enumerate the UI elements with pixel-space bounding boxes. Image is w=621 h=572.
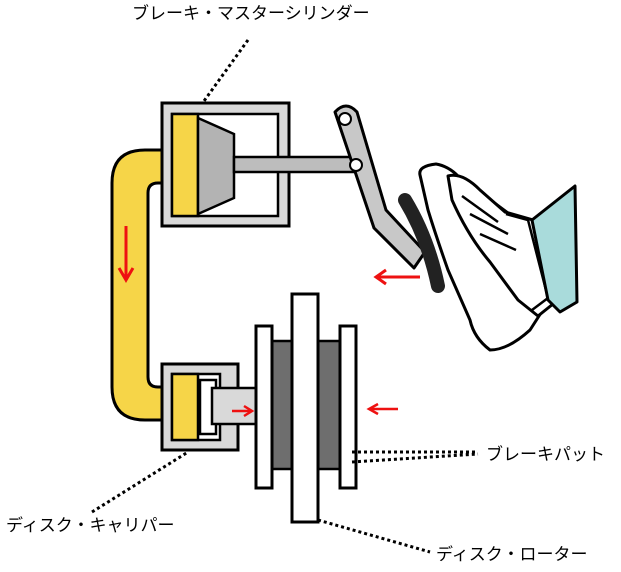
master-cylinder-piston xyxy=(196,116,236,216)
red-arrow-head xyxy=(373,268,387,286)
pedal-rod-joint xyxy=(349,158,363,172)
shoe-upper xyxy=(446,173,560,318)
disc-caliper xyxy=(160,324,358,490)
shoe-lace-2 xyxy=(469,212,509,236)
label-disc-rotor: ディスク・ローター xyxy=(436,544,587,565)
leader-master-cylinder xyxy=(202,39,250,102)
master-cylinder xyxy=(160,101,356,228)
shoe-icon xyxy=(418,162,579,352)
brake-pad-right xyxy=(338,324,358,490)
label-brake-pad: ブレーキパット xyxy=(486,444,605,465)
brake-pad-left xyxy=(254,324,274,490)
pedal-pivot xyxy=(338,112,352,126)
shoe-lace-1 xyxy=(461,194,499,224)
rotor-disc xyxy=(290,292,320,524)
shoe-heel-strap xyxy=(505,212,550,311)
label-disc-caliper: ディスク・キャリパー xyxy=(6,515,174,536)
leader-disc-rotor xyxy=(317,518,431,554)
flow-arrow-down-head xyxy=(117,267,135,283)
shoe-sole xyxy=(418,162,550,352)
brake-pedal xyxy=(333,104,445,293)
piston-arrow-right-head xyxy=(243,404,255,418)
leader-brake-pad-2 xyxy=(351,452,479,464)
caliper-rod xyxy=(210,386,258,426)
disc-rotor xyxy=(268,292,344,524)
pad-arrow-left-head xyxy=(366,402,379,416)
leader-disc-caliper xyxy=(91,450,189,514)
pedal-arm xyxy=(333,104,427,270)
push-rod xyxy=(232,155,356,174)
pedal-pad xyxy=(398,193,445,293)
shoe-lace-3 xyxy=(479,232,517,252)
shoe-ankle xyxy=(530,184,579,314)
master-cylinder-fluid xyxy=(170,112,200,218)
caliper-fluid xyxy=(170,372,200,442)
label-master-cylinder: ブレーキ・マスターシリンダー xyxy=(132,3,370,24)
